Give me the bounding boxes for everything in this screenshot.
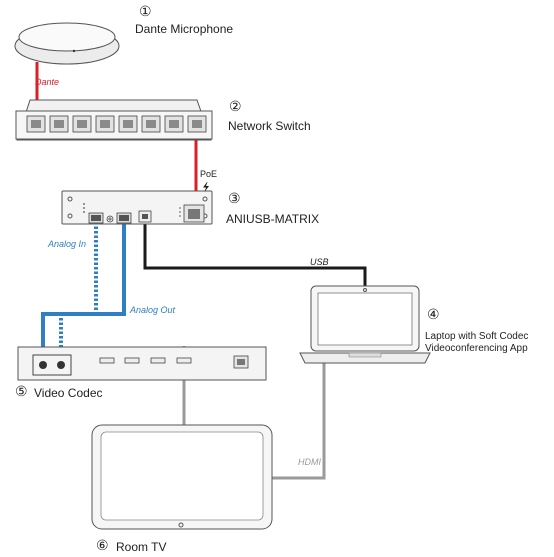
codec-number: ⑤	[15, 383, 28, 399]
network-switch	[15, 99, 213, 141]
dante-cable-label: Dante	[35, 77, 60, 87]
microphone-label: Dante Microphone	[135, 22, 234, 36]
switch-port-socket	[169, 120, 179, 128]
switch-port-socket	[146, 120, 156, 128]
switch-port-socket	[31, 120, 41, 128]
usb-cable	[143, 222, 367, 290]
hdmi-cable-laptop	[272, 363, 326, 480]
switch-port-socket	[54, 120, 64, 128]
switch-port-socket	[77, 120, 87, 128]
switch-port-socket	[192, 120, 202, 128]
dante-microphone	[14, 22, 120, 65]
video-codec	[17, 346, 267, 381]
matrix-number: ③	[228, 190, 241, 206]
analog-in-cable-label: Analog In	[48, 239, 87, 249]
analog-out-cable-label: Analog Out	[130, 305, 176, 315]
switch-port-socket	[123, 120, 133, 128]
room-tv	[91, 424, 273, 530]
tv-number: ⑥	[96, 537, 109, 553]
lightning-icon	[201, 179, 211, 192]
tv-label: Room TV	[116, 540, 167, 554]
matrix-label: ANIUSB-MATRIX	[226, 212, 320, 226]
laptop-number: ④	[427, 306, 440, 322]
microphone-number: ①	[139, 3, 152, 19]
codec-label: Video Codec	[34, 386, 103, 400]
switch-ports	[26, 115, 207, 133]
poe-cable-label: PoE	[200, 169, 218, 179]
analog-out-cable	[41, 222, 126, 357]
laptop	[299, 285, 431, 364]
laptop-label-line2: Videoconferencing App	[425, 343, 528, 354]
usb-cable-label: USB	[310, 257, 329, 267]
hdmi-cable-label: HDMI	[298, 457, 321, 467]
switch-port-socket	[100, 120, 110, 128]
aniusb-matrix	[61, 190, 213, 225]
switch-label: Network Switch	[228, 119, 311, 133]
switch-number: ②	[229, 98, 242, 114]
laptop-label-line1: Laptop with Soft Codec	[425, 331, 529, 342]
